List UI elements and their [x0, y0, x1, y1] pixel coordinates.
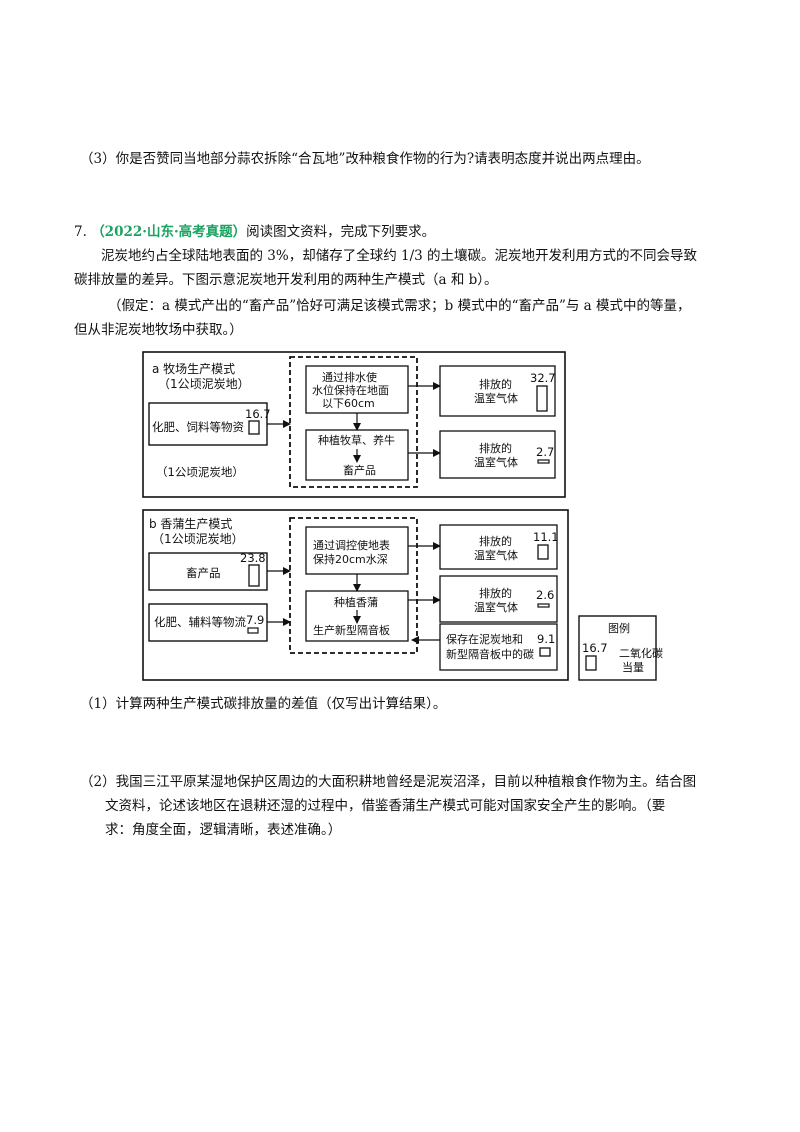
sub-question-2-line1: （2）我国三江平原某湿地保护区周边的大面积耕地曾经是泥炭沼泽，目前以种植粮食作物… — [80, 774, 697, 790]
sub-question-2-line2: 文资料，论述该地区在退耕还湿的过程中，借鉴香蒲生产模式可能对国家安全产生的影响。… — [105, 798, 666, 814]
question-instruction: 阅读图文资料，完成下列要求。 — [246, 224, 436, 240]
legend-title: 图例 — [608, 621, 630, 635]
model-a-dashed-frame — [289, 356, 418, 488]
model-b-output-2 — [439, 575, 558, 623]
model-b-output-3-value: 9.1 — [537, 632, 555, 646]
model-b-output-1 — [439, 524, 558, 570]
model-b-panel — [142, 509, 569, 681]
model-a-input-value: 16.7 — [245, 407, 271, 421]
model-b-input-1-label: 畜产品 — [186, 566, 221, 580]
question-source: （2022·山东·高考真题） — [91, 224, 247, 240]
model-a-output-1 — [439, 365, 556, 417]
model-a-process-1-line1: 通过排水使 — [322, 370, 377, 384]
model-a-output-1-bar — [536, 385, 548, 412]
model-b-input-2-label: 化肥、辅料等物流 — [154, 615, 246, 629]
legend-value: 16.7 — [582, 641, 608, 655]
model-b-output-1-value: 11.1 — [533, 530, 559, 544]
model-b-output-3-line1: 保存在泥炭地和 — [446, 632, 523, 646]
model-b-process-2-label: 种植香蒲 — [334, 595, 378, 609]
model-a-process-1-line3: 以下60cm — [322, 397, 375, 410]
model-b-output-2-line2: 温室气体 — [474, 600, 518, 614]
model-a-output-2-line1: 排放的 — [479, 441, 512, 455]
model-a-input-bar — [248, 420, 260, 435]
sub-question-2-line3: 求：角度全面，逻辑清晰，表述准确。） — [105, 822, 342, 838]
legend-label-line1: 二氧化碳 — [619, 646, 663, 660]
model-b-output-2-bar — [537, 603, 550, 608]
model-b-subtitle: （1公顷泥炭地） — [152, 532, 244, 546]
model-a-subtitle: （1公顷泥炭地） — [158, 377, 250, 391]
intro-line-2: 碳排放量的差异。下图示意泥炭地开发利用的两种生产模式（a 和 b）。 — [74, 272, 498, 288]
model-a-output-2-bar — [537, 459, 550, 464]
model-b-input-2-value: 7.9 — [246, 613, 264, 627]
model-a-title: a 牧场生产模式 — [152, 362, 235, 376]
model-b-process-1-line1: 通过调控使地表 — [313, 538, 390, 552]
model-b-process-2 — [305, 590, 409, 642]
legend-box — [578, 615, 657, 681]
model-b-output-3-line2: 新型隔音板中的碳 — [446, 647, 534, 661]
intro-line-1: 泥炭地约占全球陆地表面的 3%，却储存了全球约 1/3 的土壤碳。泥炭地开发利用… — [101, 248, 698, 264]
model-a-process-2-label: 种植牧草、养牛 — [318, 433, 395, 447]
sub-question-1: （1）计算两种生产模式碳排放量的差值（仅写出计算结果）。 — [80, 696, 447, 712]
question-3-text: （3）你是否赞同当地部分蒜农拆除“合瓦地”改种粮食作物的行为?请表明态度并说出两… — [80, 151, 650, 167]
model-b-input-1-value: 23.8 — [240, 551, 266, 565]
model-a-output-1-line2: 温室气体 — [474, 391, 518, 405]
model-a-input-label: 化肥、饲料等物资 — [152, 420, 244, 434]
model-a-panel — [142, 351, 566, 498]
model-b-input-1-bar — [248, 564, 260, 587]
model-b-output-1-line1: 排放的 — [479, 534, 512, 548]
model-b-title: b 香蒲生产模式 — [149, 517, 232, 531]
legend-bar — [585, 655, 597, 671]
model-b-output-1-bar — [537, 544, 549, 560]
model-b-process-1-line2: 保持20cm水深 — [313, 552, 388, 566]
model-a-process-2 — [305, 429, 409, 481]
model-b-process-3-label: 生产新型隔音板 — [313, 623, 390, 637]
model-a-output-1-line1: 排放的 — [479, 377, 512, 391]
model-b-output-1-line2: 温室气体 — [474, 548, 518, 562]
model-b-dashed-frame — [289, 517, 418, 654]
model-b-output-2-value: 2.6 — [536, 588, 554, 602]
question-7-header: 7. （2022·山东·高考真题）阅读图文资料，完成下列要求。 — [74, 221, 435, 243]
model-b-output-3 — [439, 623, 558, 671]
legend-label-line2: 当量 — [622, 660, 644, 674]
model-a-output-1-value: 32.7 — [530, 371, 556, 385]
model-a-bottom-note: （1公顷泥炭地） — [156, 465, 244, 479]
model-a-output-2 — [439, 430, 556, 479]
model-b-output-2-line1: 排放的 — [479, 586, 512, 600]
model-a-output-2-value: 2.7 — [536, 445, 554, 459]
assumption-line-2: 但从非泥炭地牧场中获取。） — [74, 322, 243, 338]
assumption-line-1: （假定：a 模式产出的“畜产品”恰好可满足该模式需求；b 模式中的“畜产品”与 … — [108, 298, 691, 314]
model-a-process-3-label: 畜产品 — [343, 463, 376, 477]
model-a-output-2-line2: 温室气体 — [474, 455, 518, 469]
model-b-input-2-bar — [247, 627, 259, 634]
question-number: 7. — [74, 224, 87, 240]
model-a-process-1-line2: 水位保持在地面 — [312, 383, 389, 397]
model-b-output-3-bar — [539, 647, 551, 657]
